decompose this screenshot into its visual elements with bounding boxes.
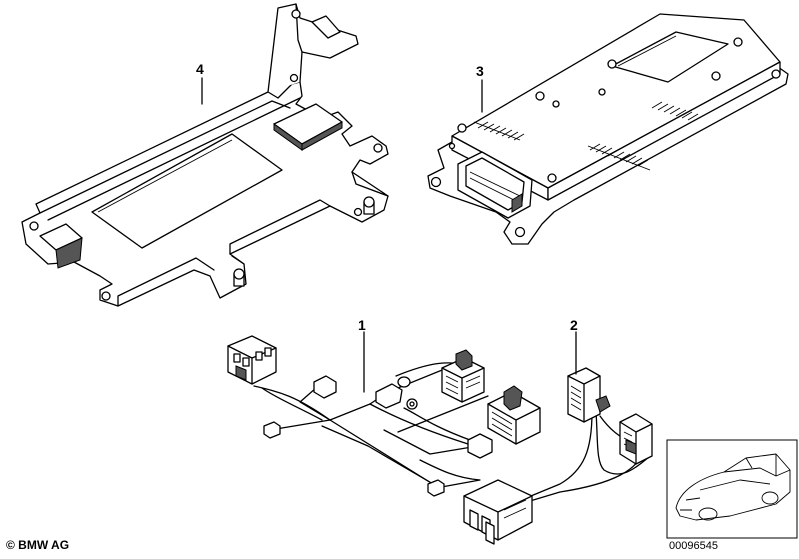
part-label-1: 1: [358, 317, 366, 333]
vehicle-thumbnail: [666, 439, 798, 539]
leader-lines: [201, 77, 577, 393]
wiring-harness: [227, 335, 541, 497]
control-unit: [427, 13, 789, 245]
part-label-4: 4: [196, 61, 204, 77]
mounting-bracket: [21, 3, 389, 307]
copyright-text: © BMW AG: [6, 538, 70, 552]
drawing-number: 00096545: [669, 540, 718, 552]
part-label-3: 3: [476, 63, 484, 79]
part-label-2: 2: [570, 317, 578, 333]
secondary-harness: [463, 367, 653, 545]
